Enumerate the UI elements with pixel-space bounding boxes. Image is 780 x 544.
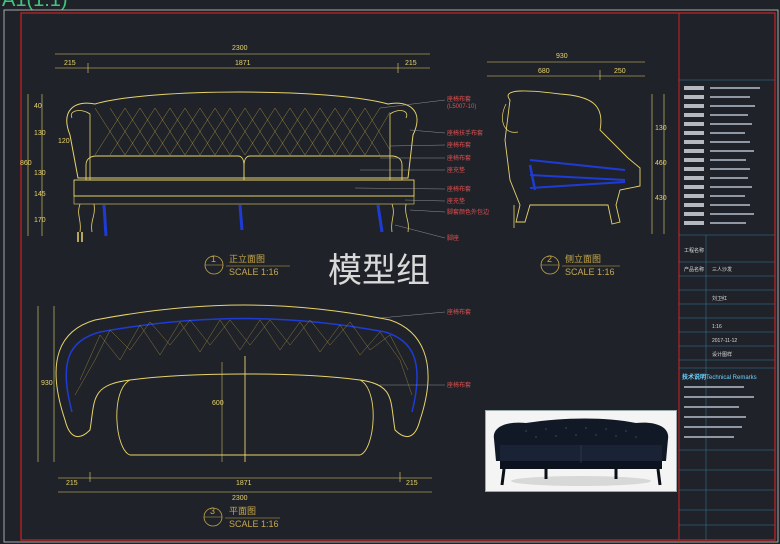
plan-vdim-total: 930 — [41, 380, 53, 387]
front-dim-right: 215 — [405, 60, 417, 67]
inner-frame — [20, 12, 776, 541]
front-label-8: 座充垫 — [447, 197, 465, 205]
front-label-4: 座椅布套 — [447, 141, 471, 149]
front-elevation: 2300 215 1871 215 40 130 130 145 170 860… — [20, 45, 489, 277]
title-block-row-1: 刘卫红 — [712, 295, 727, 302]
watermark: 模型组 — [328, 251, 430, 291]
title-block-header: 技术说明 — [682, 373, 706, 381]
front-vdim-5: 145 — [34, 191, 46, 198]
front-view-number: 1 — [211, 254, 216, 264]
plan-dim-left: 215 — [66, 480, 78, 487]
title-block-header-en: Technical Remarks — [706, 375, 757, 381]
plan-label-2: 座椅布套 — [447, 381, 471, 389]
front-vdim-4: 130 — [34, 170, 46, 177]
product-photo — [485, 410, 677, 492]
front-vdim-2: 130 — [34, 130, 46, 137]
outer-frame — [3, 9, 779, 543]
plan-view-number: 3 — [210, 506, 215, 516]
front-label-3: 座椅扶手布套 — [447, 129, 483, 137]
title-block-product-name: 三人沙发 — [712, 266, 732, 273]
title-block-project-label: 工程名称 — [684, 247, 704, 254]
front-vdim-1: 40 — [34, 103, 42, 110]
front-view-title: 正立面图 — [229, 253, 265, 264]
front-label-5: 座椅布套 — [447, 154, 471, 162]
side-view-title: 侧立面图 — [565, 253, 601, 264]
plan-dim-mid: 1871 — [236, 480, 252, 487]
front-label-9: 脚套颜色外包边 — [447, 208, 489, 216]
side-elevation: 930 680 250 130 460 430 2 侧立面图 SCALE 1:1… — [487, 53, 667, 277]
sheet-header: A1(1:1) — [2, 0, 68, 11]
front-view-scale: SCALE 1:16 — [229, 267, 279, 277]
front-label-6: 座充垫 — [447, 166, 465, 174]
plan-label-1: 座椅布套 — [447, 308, 471, 316]
front-label-2: (L5007-10) — [447, 104, 476, 110]
title-block-row-4: 设计图样 — [712, 351, 732, 358]
side-vdim-3: 430 — [655, 195, 667, 202]
title-block: 工程名称 产品名称 三人沙发 刘卫红 1:16 2017-11-12 设计图样 … — [679, 79, 775, 540]
plan-vdim-inner: 600 — [212, 400, 224, 407]
title-block-row-2: 1:16 — [712, 324, 722, 330]
side-vdim-1: 130 — [655, 125, 667, 132]
plan-dim-right: 215 — [406, 480, 418, 487]
plan-view: 930 600 215 1871 215 2300 座椅布套 座椅布套 3 平面… — [37, 304, 471, 529]
front-label-10: 脚座 — [447, 234, 459, 242]
front-dim-overall: 2300 — [232, 45, 248, 52]
plan-view-scale: SCALE 1:16 — [229, 519, 279, 529]
front-dim-mid: 1871 — [235, 60, 251, 67]
side-view-scale: SCALE 1:16 — [565, 267, 615, 277]
title-block-product-label: 产品名称 — [684, 266, 704, 273]
front-label-7: 座椅布套 — [447, 185, 471, 193]
side-vdim-2: 460 — [655, 160, 667, 167]
front-vdim-3: 120 — [58, 138, 70, 145]
side-view-number: 2 — [547, 254, 552, 264]
title-block-row-3: 2017-11-12 — [712, 338, 737, 344]
side-dim-left: 680 — [538, 68, 550, 75]
front-vdim-total: 860 — [20, 160, 32, 167]
plan-view-title: 平面图 — [229, 506, 256, 516]
plan-dim-overall: 2300 — [232, 495, 248, 502]
side-dim-right: 250 — [614, 68, 626, 75]
front-dim-left: 215 — [64, 60, 76, 67]
front-vdim-6: 170 — [34, 217, 46, 224]
side-dim-overall: 930 — [556, 53, 568, 60]
front-label-1: 座椅布套 — [447, 95, 471, 103]
